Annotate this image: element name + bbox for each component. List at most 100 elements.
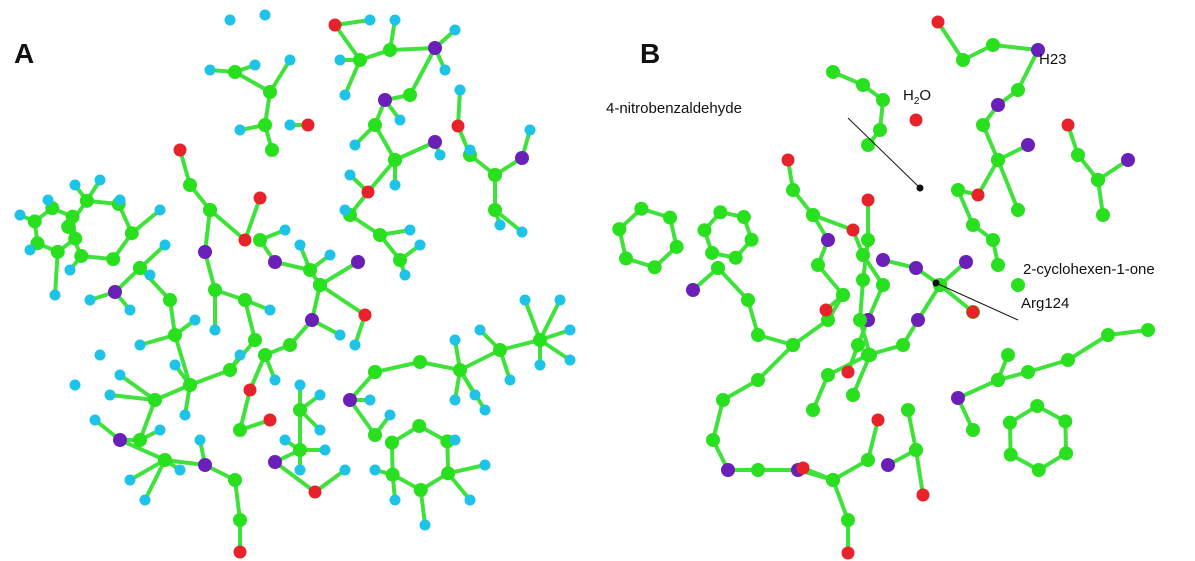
- hydrogen-atom: [399, 269, 411, 281]
- carbon-atom: [966, 423, 980, 437]
- carbon-atom: [861, 138, 875, 152]
- nitrogen-atom: [1031, 43, 1045, 57]
- carbon-atom: [741, 293, 755, 307]
- bond: [523, 298, 542, 342]
- carbon-atom: [183, 378, 197, 392]
- hydrogen-atom: [474, 324, 486, 336]
- oxygen-atom: [361, 185, 375, 199]
- carbon-atom: [1101, 328, 1115, 342]
- hydrogen-atom: [564, 354, 576, 366]
- bond: [956, 378, 1000, 400]
- carbon-atom: [901, 403, 915, 417]
- carbon-atom: [293, 443, 307, 457]
- hydrogen-atom: [124, 474, 136, 486]
- panel-label-a: A: [14, 38, 35, 69]
- carbon-atom: [841, 513, 855, 527]
- bond: [996, 158, 1020, 212]
- carbon-atom: [826, 473, 840, 487]
- oxygen-atom: [909, 113, 923, 127]
- oxygen-atom: [971, 188, 985, 202]
- nitrogen-atom: [351, 255, 365, 269]
- oxygen-atom: [846, 223, 860, 237]
- carbon-atom: [1011, 83, 1025, 97]
- hydrogen-atom: [224, 14, 236, 26]
- carbon-atom: [736, 210, 751, 225]
- oxygen-atom: [173, 143, 187, 157]
- carbon-atom: [856, 273, 870, 287]
- hydrogen-atom: [454, 84, 466, 96]
- carbon-atom: [786, 183, 800, 197]
- hydrogen-atom: [14, 209, 26, 221]
- nitrogen-atom: [909, 261, 923, 275]
- hydrogen-atom: [114, 369, 126, 381]
- hydrogen-atom: [519, 294, 531, 306]
- carbon-atom: [413, 482, 428, 497]
- bond: [914, 448, 925, 497]
- hydrogen-atom: [479, 459, 491, 471]
- nitrogen-atom: [108, 285, 122, 299]
- carbon-atom: [669, 239, 684, 254]
- hydrogen-atom: [94, 174, 106, 186]
- label-water: H2O: [903, 87, 931, 107]
- oxygen-atom: [233, 545, 247, 559]
- carbon-atom: [751, 328, 765, 342]
- oxygen-atom: [243, 383, 257, 397]
- hydrogen-atom: [284, 54, 296, 66]
- carbon-atom: [821, 368, 835, 382]
- carbon-atom: [385, 467, 400, 482]
- hydrogen-atom: [204, 64, 216, 76]
- hydrogen-atom: [42, 194, 54, 206]
- carbon-atom: [258, 348, 272, 362]
- carbon-atom: [163, 293, 177, 307]
- oxygen-atom: [308, 485, 322, 499]
- carbon-atom: [493, 343, 507, 357]
- oxygen-atom: [263, 413, 277, 427]
- hydrogen-atom: [464, 144, 476, 156]
- hydrogen-atom: [264, 304, 276, 316]
- carbon-atom: [1021, 365, 1035, 379]
- bond: [53, 249, 60, 297]
- carbon-atom: [533, 333, 547, 347]
- hydrogen-atom: [449, 24, 461, 36]
- carbon-atom: [956, 53, 970, 67]
- hydrogen-atom: [404, 224, 416, 236]
- oxygen-atom: [871, 413, 885, 427]
- nitrogen-atom: [378, 93, 392, 107]
- carbon-atom: [248, 333, 262, 347]
- bond: [756, 343, 795, 382]
- molecule-structure: [612, 15, 1155, 560]
- carbon-atom: [663, 210, 678, 225]
- oxygen-atom: [253, 191, 267, 205]
- oxygen-atom: [1061, 118, 1075, 132]
- bond: [208, 208, 247, 242]
- bond: [716, 266, 750, 302]
- carbon-atom: [634, 201, 649, 216]
- carbon-atom: [856, 78, 870, 92]
- oxygen-atom: [328, 18, 342, 32]
- carbon-atom: [744, 232, 759, 247]
- carbon-atom: [909, 443, 923, 457]
- carbon-atom: [441, 466, 456, 481]
- hydrogen-atom: [294, 464, 306, 476]
- hydrogen-atom: [279, 434, 291, 446]
- carbon-atom: [233, 423, 247, 437]
- hydrogen-atom: [449, 434, 461, 446]
- nitrogen-atom: [881, 458, 895, 472]
- nitrogen-atom: [1121, 153, 1135, 167]
- hydrogen-atom: [389, 14, 401, 26]
- hydrogen-atom: [564, 324, 576, 336]
- hydrogen-atom: [389, 179, 401, 191]
- bond: [791, 318, 830, 347]
- carbon-atom: [1091, 173, 1105, 187]
- carbon-atom: [283, 338, 297, 352]
- carbon-atom: [706, 433, 720, 447]
- hydrogen-atom: [516, 226, 528, 238]
- carbon-atom: [393, 253, 407, 267]
- carbon-atom: [1058, 414, 1073, 429]
- bond: [108, 393, 157, 402]
- nitrogen-atom: [428, 135, 442, 149]
- carbon-atom: [413, 355, 427, 369]
- nitrogen-atom: [515, 151, 529, 165]
- hydrogen-atom: [314, 424, 326, 436]
- carbon-atom: [1096, 208, 1110, 222]
